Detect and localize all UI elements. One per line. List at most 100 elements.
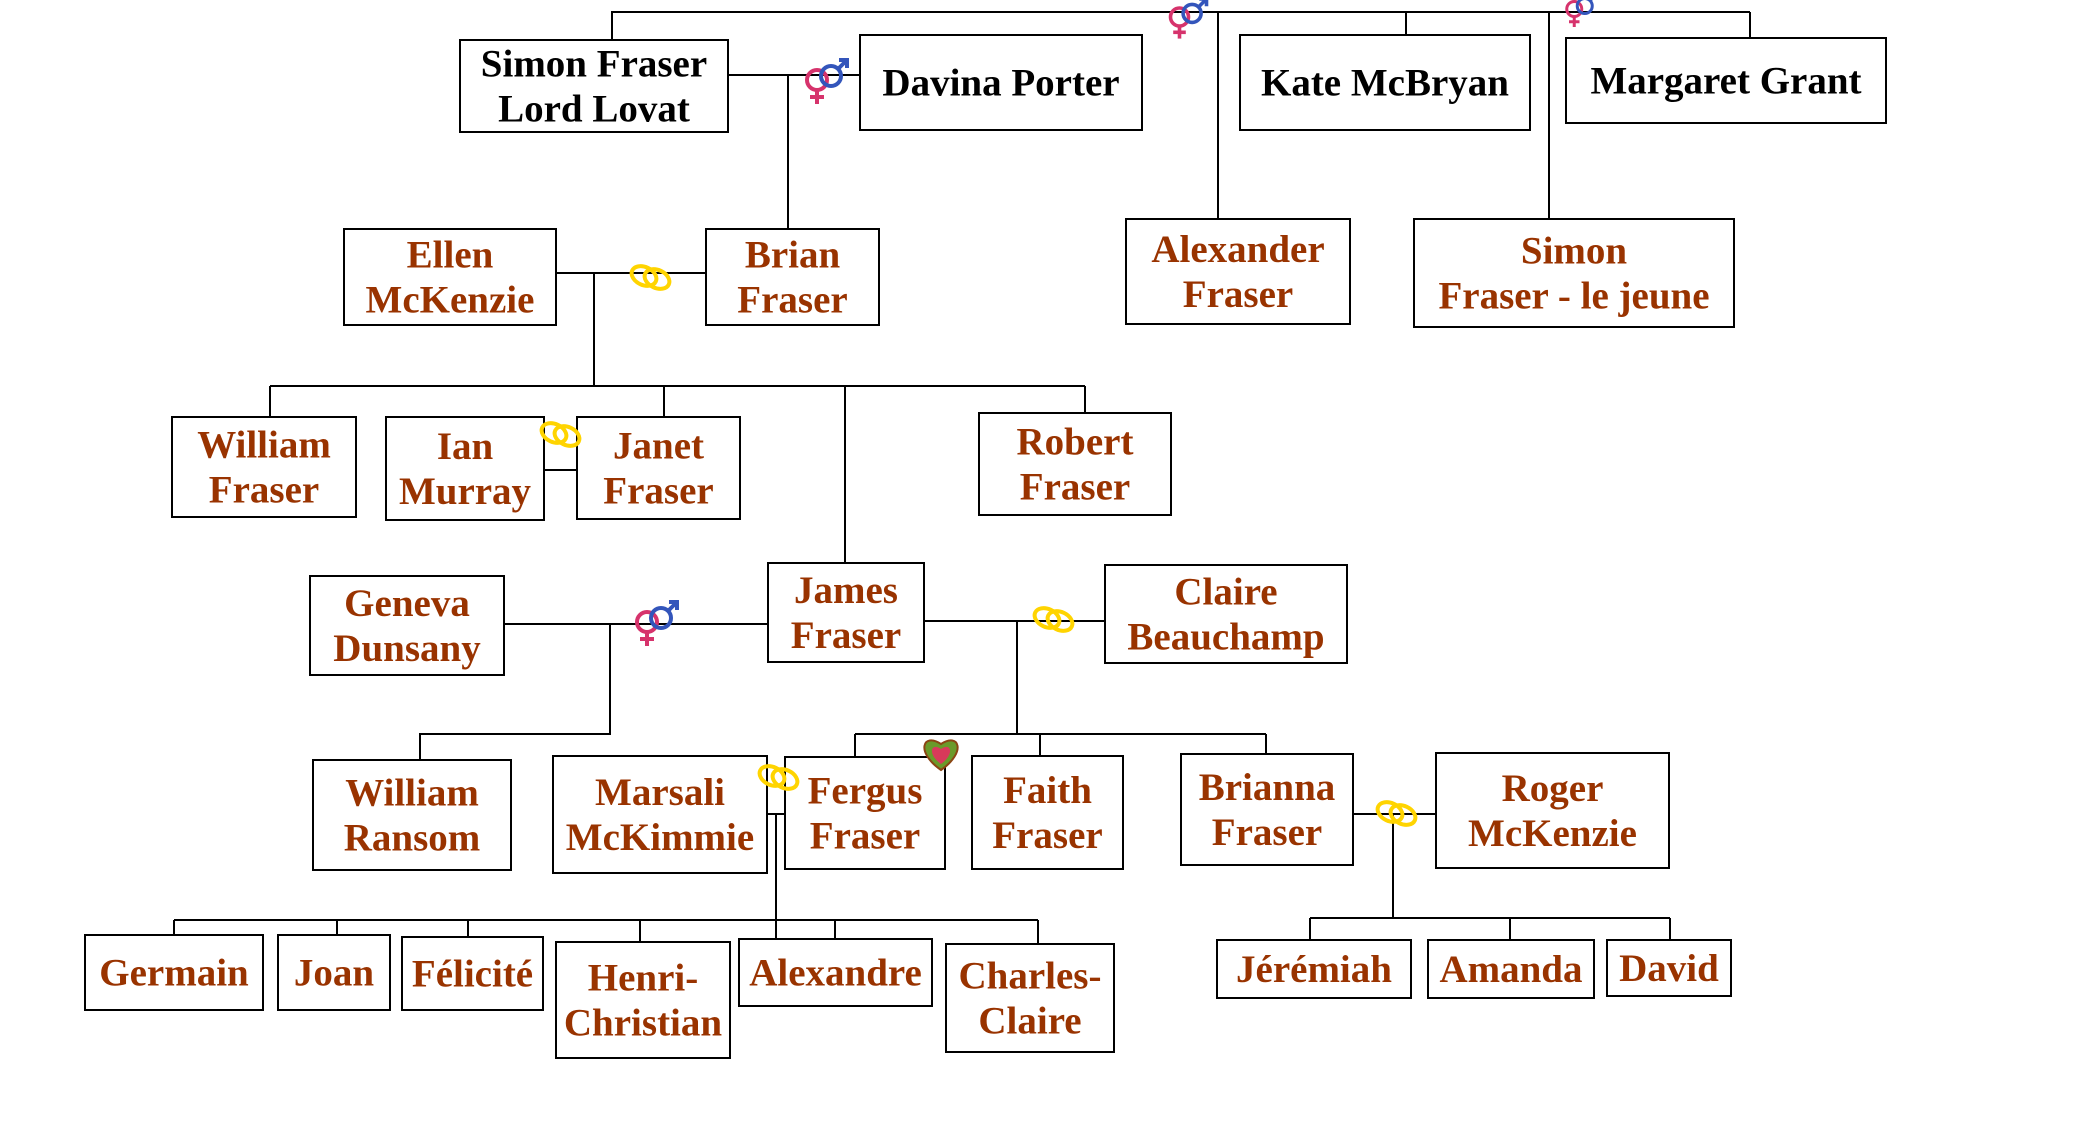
person-name-line: McKenzie	[366, 279, 535, 322]
person-box-frame	[1180, 753, 1354, 866]
person-box-frame	[705, 228, 880, 326]
person-name-line: Fraser	[1212, 811, 1322, 854]
person-box-frame	[971, 755, 1124, 870]
person-name-line: David	[1619, 947, 1719, 990]
person-box-kate: Kate McBryan	[1239, 34, 1531, 131]
person-name-line: Alexandre	[749, 952, 922, 995]
person-name-line: Davina Porter	[882, 62, 1119, 105]
person-box-frame	[1239, 34, 1531, 131]
person-name-line: Amanda	[1439, 948, 1582, 991]
person-name-line: Charles-	[959, 955, 1102, 998]
person-name-line: Fraser - le jeune	[1438, 275, 1709, 318]
person-name-line: Christian	[564, 1002, 723, 1045]
person-box-frame	[401, 936, 544, 1011]
person-box-frame	[576, 416, 741, 520]
person-box-frame	[385, 416, 545, 521]
person-name-line: Jérémiah	[1236, 948, 1392, 991]
person-box-frame	[859, 34, 1143, 131]
person-box-frame	[1565, 37, 1887, 124]
person-box-joan: Joan	[277, 934, 391, 1011]
person-box-frame	[1413, 218, 1735, 328]
person-name-line: Joan	[294, 952, 375, 995]
person-name-line: Robert	[1017, 421, 1134, 464]
person-box-frame	[945, 943, 1115, 1053]
person-box-frame	[555, 941, 731, 1059]
gender-symbols-icon	[635, 600, 679, 646]
person-name-line: Marsali	[595, 771, 725, 814]
person-box-frame	[1216, 939, 1412, 999]
gender-symbols-icon	[1168, 0, 1209, 39]
person-name-line: Dunsany	[333, 627, 481, 670]
person-name-line: Simon	[1521, 230, 1628, 273]
wedding-rings-icon	[629, 264, 672, 291]
heart-icon	[923, 739, 959, 772]
person-box-frame	[343, 228, 557, 326]
wedding-rings-icon	[1375, 800, 1418, 827]
person-name-line: Roger	[1502, 767, 1604, 810]
person-box-frame	[1606, 939, 1732, 997]
person-name-line: Lord Lovat	[498, 88, 690, 131]
person-box-frame	[767, 562, 925, 663]
person-box-frame	[1125, 218, 1351, 325]
person-name-line: Fraser	[1020, 466, 1130, 509]
connector-lines	[173, 11, 1751, 944]
relationship-icons	[539, 0, 1594, 827]
person-name-line: McKenzie	[1468, 812, 1637, 855]
person-name-line: Fraser	[1183, 273, 1293, 316]
person-name-line: Germain	[99, 952, 249, 995]
person-box-felicite: Félicité	[401, 936, 544, 1011]
person-name-line: Brianna	[1199, 766, 1336, 809]
person-box-henri: Henri-Christian	[555, 941, 731, 1059]
person-box-davina: Davina Porter	[859, 34, 1143, 131]
person-box-germain: Germain	[84, 934, 264, 1011]
person-box-frame	[277, 934, 391, 1011]
person-name-line: Faith	[1003, 769, 1092, 812]
person-name-line: McKimmie	[566, 816, 754, 859]
wedding-rings-icon	[1032, 606, 1075, 633]
person-name-line: Fraser	[603, 470, 713, 513]
person-name-line: Félicité	[412, 953, 533, 996]
person-name-line: Claire	[978, 1000, 1081, 1043]
wedding-rings-icon	[539, 421, 582, 448]
person-name-line: Fraser	[992, 814, 1102, 857]
person-name-line: William	[345, 772, 479, 815]
person-name-line: James	[794, 569, 898, 612]
person-name-line: Fraser	[810, 815, 920, 858]
person-box-alexandre: Alexandre	[738, 938, 933, 1007]
person-name-line: Brian	[745, 234, 841, 277]
person-name-line: Fergus	[808, 770, 923, 813]
person-box-frame	[1427, 939, 1595, 999]
person-box-david: David	[1606, 939, 1732, 997]
person-box-charles: Charles-Claire	[945, 943, 1115, 1053]
person-name-line: Geneva	[344, 582, 470, 625]
person-box-frame	[552, 755, 768, 874]
person-name-line: Ian	[437, 425, 494, 468]
connector-line	[419, 624, 611, 760]
person-box-frame	[784, 756, 946, 870]
person-box-frame	[84, 934, 264, 1011]
person-name-line: Beauchamp	[1127, 616, 1324, 659]
person-name-line: William	[197, 424, 331, 467]
person-name-line: Fraser	[209, 469, 319, 512]
person-box-frame	[1435, 752, 1670, 869]
person-box-amanda: Amanda	[1427, 939, 1595, 999]
